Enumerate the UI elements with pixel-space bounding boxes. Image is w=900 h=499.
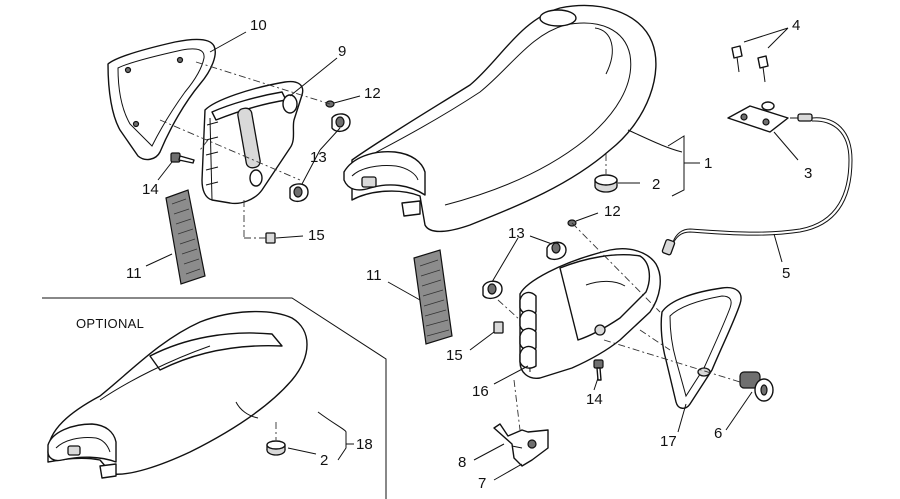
callout-6: 6 [714,425,722,442]
optional-rubber-buffer [266,422,286,456]
callout-5: 5 [782,265,790,282]
callout-7: 7 [478,475,486,492]
callout-labels: 10 9 12 13 14 15 11 4 3 1 2 5 12 13 11 1… [126,17,812,492]
optional-label: OPTIONAL [76,316,144,331]
callout-10: 10 [250,17,267,34]
rubber-buffer [594,154,618,193]
callout-2b: 2 [320,452,328,469]
callout-18: 18 [356,436,373,453]
callout-11: 11 [126,265,142,282]
left-grommets [289,100,351,203]
left-side-support [201,80,304,205]
main-seat [343,4,657,233]
callout-12b: 12 [604,203,621,220]
callout-11b: 11 [366,267,382,284]
left-assembly-lines [159,61,331,239]
right-side-cover [660,286,742,409]
callout-3: 3 [804,165,812,182]
callout-12: 12 [364,85,381,102]
callout-14: 14 [142,181,159,198]
leader-lines [145,27,799,481]
callout-4: 4 [792,17,800,34]
seat-lock [739,371,774,402]
bolts [731,45,769,83]
right-grommets [482,219,577,300]
callout-1: 1 [704,155,712,172]
left-side-cover [107,38,216,161]
right-nut [493,321,504,334]
optional-frame [42,297,387,499]
right-assembly-lines [497,222,741,431]
callout-13b: 13 [508,225,525,242]
callout-2: 2 [652,176,660,193]
optional-seat [47,310,308,479]
lock-plate [727,101,813,133]
callout-13: 13 [310,149,327,166]
left-anti-slip-pad [165,189,206,285]
callout-9: 9 [338,43,346,60]
callout-17: 17 [660,433,677,450]
callout-8: 8 [458,454,466,471]
release-cable [661,117,853,256]
right-anti-slip-pad [413,249,453,345]
left-screw [170,152,195,164]
callout-14b: 14 [586,391,603,408]
left-nut [265,232,276,244]
right-side-support [519,248,661,379]
callout-15b: 15 [446,347,463,364]
mounting-bracket [493,423,549,467]
right-screw [593,359,604,381]
callout-16: 16 [472,383,489,400]
callout-15: 15 [308,227,325,244]
